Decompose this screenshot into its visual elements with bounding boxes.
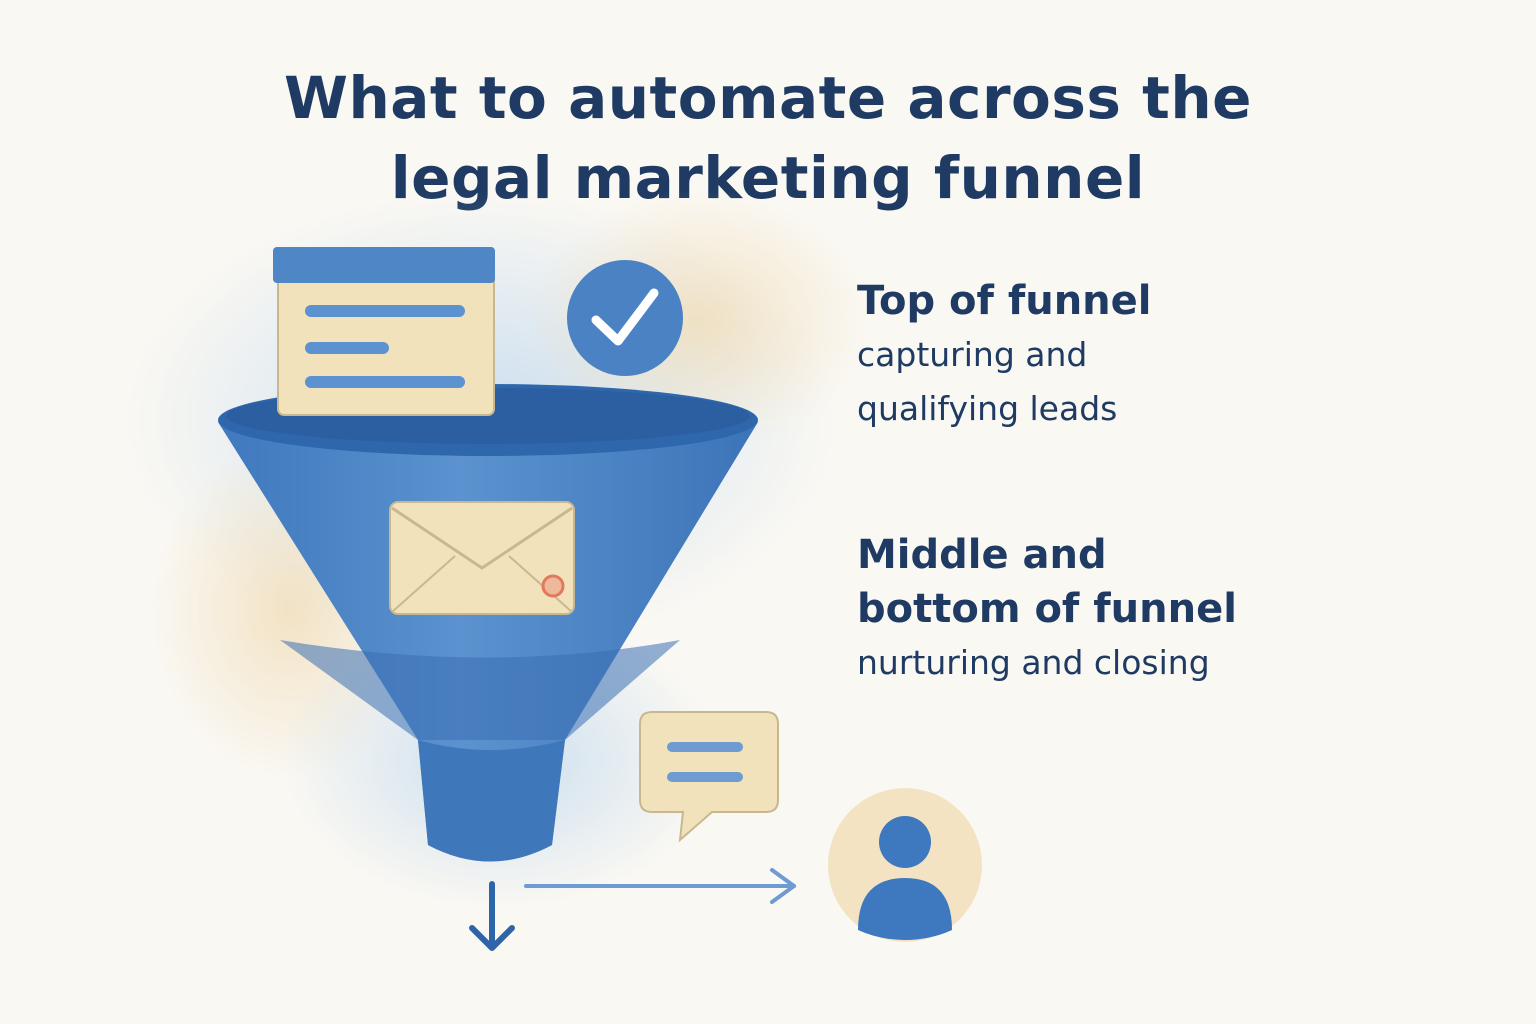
form-icon xyxy=(273,247,495,416)
stage-title: Top of funnel xyxy=(857,278,1152,324)
stage-description-line-2: qualifying leads xyxy=(857,389,1118,428)
title-line-1: What to automate across the xyxy=(284,64,1252,132)
right-arrow-icon xyxy=(524,868,796,904)
page-title: What to automate across the legal market… xyxy=(0,58,1536,218)
chat-bubble-icon xyxy=(639,711,779,843)
stage-top-of-funnel: Top of funnel capturing and qualifying l… xyxy=(857,274,1152,436)
down-arrow-icon xyxy=(469,881,515,951)
stage-middle-bottom-of-funnel: Middle and bottom of funnel nurturing an… xyxy=(857,528,1237,690)
stage-description: nurturing and closing xyxy=(857,643,1210,682)
stage-description-line-1: capturing and xyxy=(857,335,1088,374)
stage-title-line-2: bottom of funnel xyxy=(857,586,1237,632)
envelope-icon xyxy=(389,501,575,615)
person-icon xyxy=(828,788,982,942)
stage-title-line-1: Middle and xyxy=(857,532,1107,578)
funnel-icon xyxy=(218,384,758,862)
checkmark-icon xyxy=(567,260,683,376)
